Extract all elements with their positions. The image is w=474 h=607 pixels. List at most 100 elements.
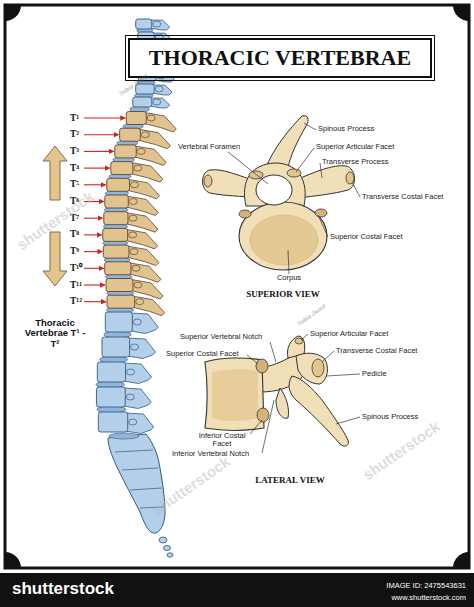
leader-line <box>304 123 316 130</box>
vertebra-number: T¹ <box>70 113 79 123</box>
vertebral-body <box>105 262 131 275</box>
transverse-bump <box>153 99 161 105</box>
leader-line <box>288 250 289 274</box>
vertebral-body <box>107 178 130 191</box>
costal-facet <box>346 172 354 184</box>
vertebral-process <box>134 146 166 166</box>
vertebral-process <box>124 363 152 384</box>
spine-illustration <box>43 19 176 557</box>
intervertebral-disc <box>109 433 139 439</box>
leader-line <box>247 355 258 364</box>
spinous-process <box>266 116 308 168</box>
footer-bar <box>0 573 474 607</box>
leader-line <box>322 351 334 362</box>
vertebra-number: T³ <box>70 146 79 156</box>
vertebral-process <box>126 196 158 216</box>
vertebra-number: T⁵ <box>70 179 79 189</box>
vertebral-body <box>106 279 133 292</box>
part-label: Superior Articular Facet <box>316 143 394 151</box>
superior-view-illustration <box>203 116 355 270</box>
pointer-arrow <box>84 251 102 252</box>
vertebral-body <box>111 162 133 175</box>
frame-corner <box>453 5 469 21</box>
footer-logo: shutterstock <box>12 580 114 599</box>
leader-line <box>352 182 360 197</box>
vertebral-process <box>130 313 158 334</box>
vertebral-body <box>105 195 129 208</box>
vertebral-body <box>103 245 129 258</box>
vertebral-body <box>136 19 152 29</box>
vertebral-body <box>105 312 132 332</box>
part-label: Spinous Process <box>318 125 374 133</box>
transverse-process <box>296 353 327 384</box>
vertebra-number: T² <box>70 129 79 139</box>
transverse-bump <box>133 319 141 325</box>
pointer-arrow <box>84 301 106 302</box>
vertebra-number: T⁴ <box>70 163 79 173</box>
sacrum <box>108 434 165 533</box>
part-label: Pedicle <box>362 370 387 378</box>
transverse-bump <box>147 115 155 121</box>
up-arrow <box>43 146 67 200</box>
footer-text: IMAGE ID: 2475543631 <box>386 582 466 590</box>
vertebral-body <box>107 295 135 308</box>
articular-facet <box>287 169 301 177</box>
down-arrow <box>43 232 67 286</box>
part-label: Superior Vertebral Notch <box>180 333 262 341</box>
transverse-bump <box>131 344 139 350</box>
leader-line <box>228 152 268 184</box>
part-label: Transverse Process <box>322 158 388 166</box>
transverse-bump <box>134 282 142 288</box>
vertebral-process <box>150 20 170 30</box>
costal-facet <box>315 209 327 217</box>
frame-corner <box>5 5 21 21</box>
part-label: Inferior Costal Facet <box>190 432 254 449</box>
vertebral-body <box>115 145 136 158</box>
leader-line <box>296 148 314 172</box>
part-label: Corpus <box>277 274 301 282</box>
body-shading <box>212 369 258 421</box>
vertebral-process <box>128 338 156 359</box>
vertebral-process <box>126 413 154 434</box>
part-label: Superior Articular Facet <box>310 330 388 338</box>
transverse-bump <box>132 265 140 271</box>
frame-corner <box>5 552 21 568</box>
frame-corner <box>453 552 469 568</box>
vertebral-process <box>138 129 170 149</box>
transverse-bump <box>127 369 135 375</box>
leader-line <box>250 420 262 434</box>
transverse-bump <box>129 215 137 221</box>
part-label: Superior Costal Facet <box>330 233 403 241</box>
region-caption: Thoracic Vertebrae T¹ - T² <box>24 318 86 349</box>
pointer-arrow <box>84 284 105 285</box>
body-shading <box>250 215 318 265</box>
vertebral-body <box>97 362 125 382</box>
articular-facet <box>249 171 263 179</box>
pointer-arrow <box>84 218 103 219</box>
vertebral-process <box>127 246 159 266</box>
costal-facet <box>204 175 212 187</box>
part-label: Inferior Vertebral Notch <box>172 450 249 458</box>
spinous-process <box>289 376 348 446</box>
transverse-bump <box>141 132 149 138</box>
part-label: Vertebral Foramen <box>178 143 240 151</box>
vertebral-process <box>128 179 160 199</box>
vertebral-body <box>104 212 128 225</box>
vertebral-process <box>133 296 165 316</box>
costal-facet <box>239 210 251 218</box>
vertebra-number: T¹¹ <box>70 280 82 290</box>
vertebral-process <box>129 263 161 283</box>
vertebra-number: T¹² <box>70 296 82 306</box>
part-label: Superior Costal Facet <box>166 350 239 358</box>
vertebral-process <box>144 113 176 133</box>
vertebral-body <box>96 387 125 407</box>
vertebral-process <box>123 388 151 409</box>
vertebral-body <box>133 97 152 107</box>
part-label: Transverse Costal Facet <box>362 193 443 201</box>
view-caption: LATERAL VIEW <box>255 476 324 486</box>
transverse-bump <box>134 165 142 171</box>
part-label: Spinous Process <box>362 413 418 421</box>
vertebra-number: T¹⁰ <box>70 263 82 273</box>
coccyx <box>167 553 173 557</box>
